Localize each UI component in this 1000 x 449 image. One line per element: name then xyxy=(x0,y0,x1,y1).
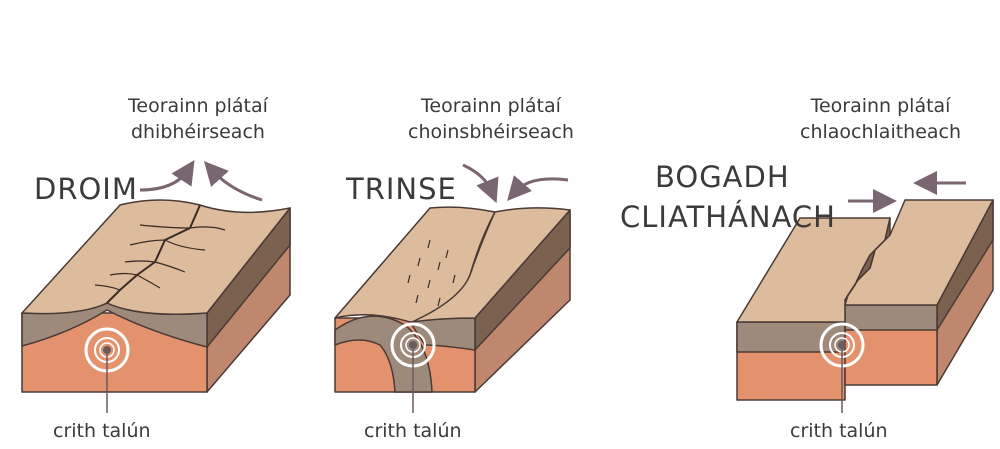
boundary-label-line1: Teorainn plátaí xyxy=(421,95,561,117)
earthquake-focus-icon xyxy=(819,322,865,413)
transform-title-line1: BOGADH xyxy=(655,160,790,194)
ridge-boundary-label: Teorainn plátaí dhibhéirseach xyxy=(128,93,268,145)
motion-arrows xyxy=(139,159,966,213)
boundary-label-line2: dhibhéirseach xyxy=(130,121,265,143)
transform-earthquake-label: crith talún xyxy=(790,420,888,442)
ridge-block xyxy=(21,199,291,393)
arrow-icon xyxy=(139,159,195,192)
earthquake-focus-icon xyxy=(390,322,436,413)
ridge-earthquake-label: crith talún xyxy=(53,420,151,442)
transform-title-line2: CLIATHÁNACH xyxy=(620,200,836,234)
arrow-icon xyxy=(203,161,263,202)
earthquake-foci xyxy=(84,322,865,413)
trench-boundary-label: Teorainn plátaí choinsbhéirseach xyxy=(408,93,574,145)
boundary-label-line2: chlaochlaitheach xyxy=(800,121,962,143)
boundary-label-line2: choinsbhéirseach xyxy=(408,121,574,143)
arrow-icon xyxy=(462,163,499,204)
earthquake-focus-icon xyxy=(84,327,130,413)
transform-boundary-label: Teorainn plátaí chlaochlaitheach xyxy=(800,93,961,145)
transform-block xyxy=(736,199,994,401)
boundary-label-line1: Teorainn plátaí xyxy=(128,95,268,117)
trench-block xyxy=(334,206,571,393)
ridge-title: DROIM xyxy=(34,172,138,206)
arrow-icon xyxy=(507,175,569,201)
trench-earthquake-label: crith talún xyxy=(364,420,462,442)
trench-title: TRINSE xyxy=(346,172,457,206)
boundary-label-line1: Teorainn plátaí xyxy=(810,95,951,117)
